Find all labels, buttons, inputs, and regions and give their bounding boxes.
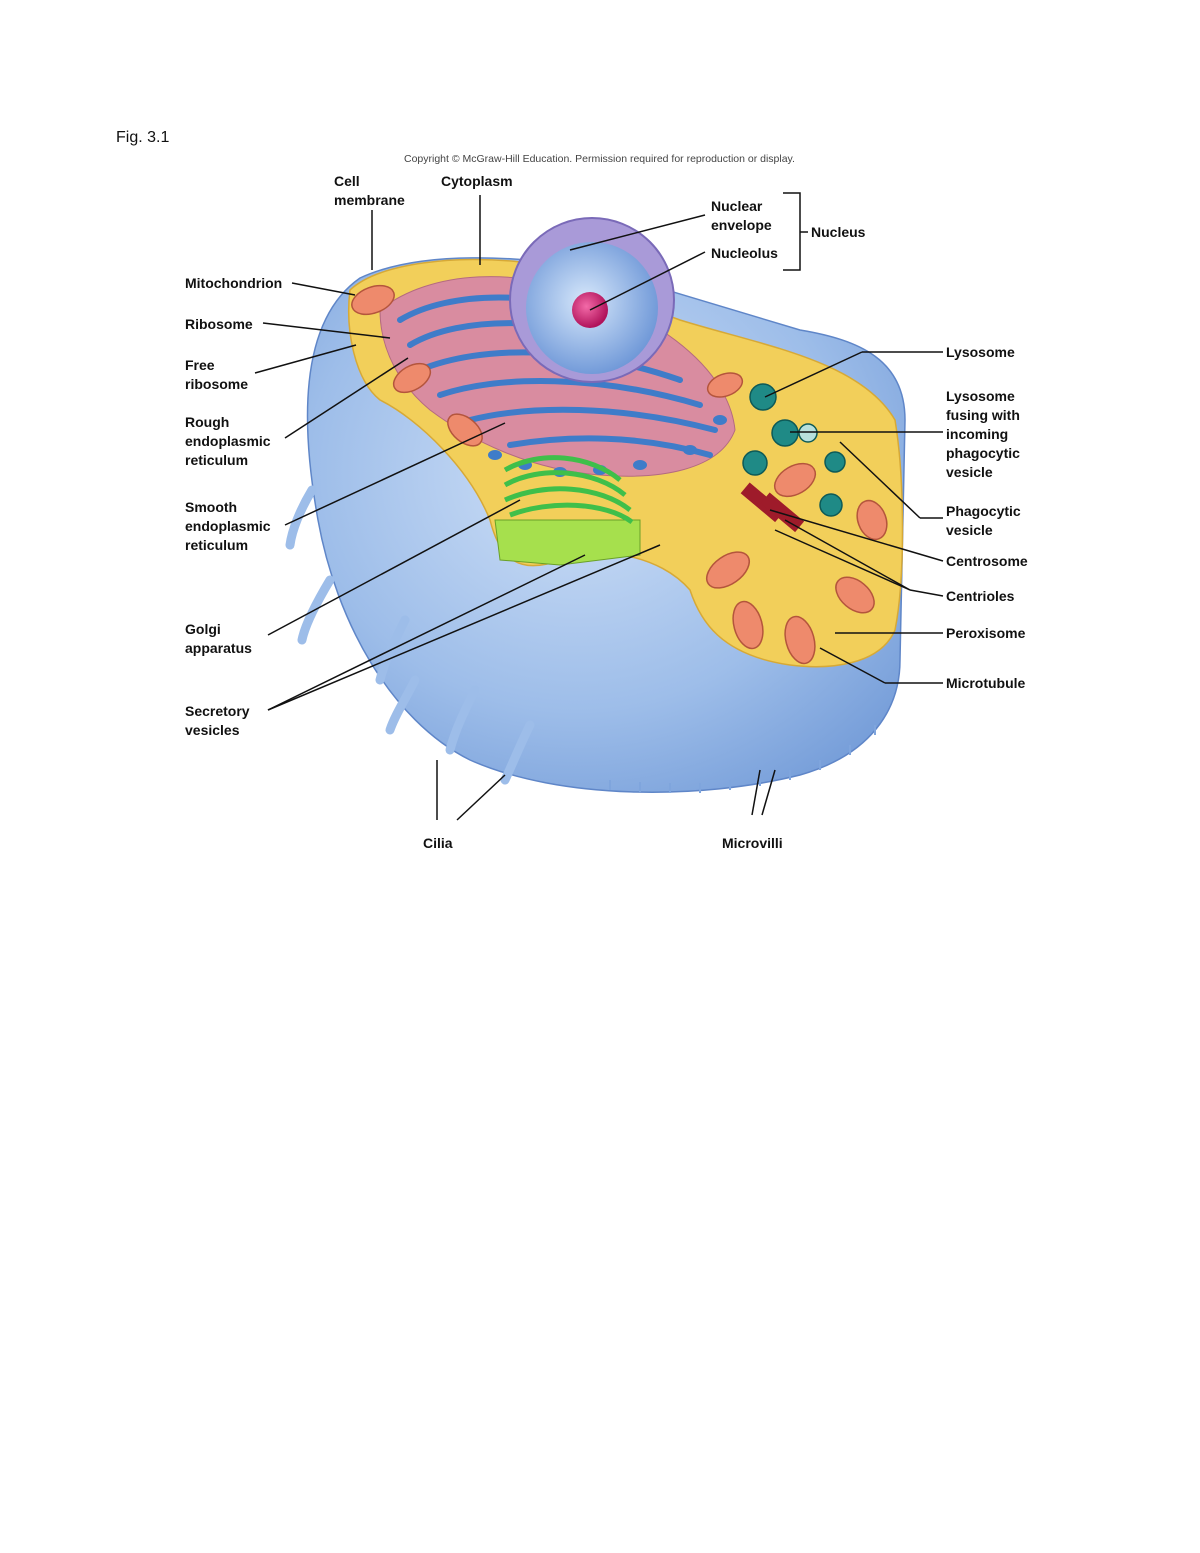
label-nuclear-envelope: Nuclear envelope xyxy=(711,197,772,235)
copyright-notice: Copyright © McGraw-Hill Education. Permi… xyxy=(404,153,795,165)
label-lysosome-fusing-line5: vesicle xyxy=(946,464,993,480)
label-smooth-er-line3: reticulum xyxy=(185,537,249,553)
golgi-shape xyxy=(494,455,641,566)
label-lysosome-fusing-line2: fusing with xyxy=(946,407,1020,423)
label-free-ribosome-line2: ribosome xyxy=(185,376,249,392)
label-lysosome-fusing-line1: Lysosome xyxy=(946,388,1015,404)
label-smooth-er-line1: Smooth xyxy=(185,499,238,515)
label-cytoplasm: Cytoplasm xyxy=(441,173,513,189)
microvilli xyxy=(609,725,876,793)
mitochondria xyxy=(351,284,888,665)
label-secretory-line1: Secretory xyxy=(185,703,250,719)
label-rough-er: Rough endoplasmic reticulum xyxy=(185,413,271,470)
label-lysosome-fusing-line3: incoming xyxy=(946,426,1009,442)
label-smooth-er-line2: endoplasmic xyxy=(185,518,271,534)
label-free-ribosome: Free ribosome xyxy=(185,356,248,394)
label-lysosome-fusing: Lysosome fusing with incoming phagocytic… xyxy=(946,387,1020,482)
label-golgi-line2: apparatus xyxy=(185,640,252,656)
label-cell-membrane-line2: membrane xyxy=(334,192,405,208)
label-rough-er-line1: Rough xyxy=(185,414,230,430)
label-free-ribosome-line1: Free xyxy=(185,357,215,373)
label-rough-er-line2: endoplasmic xyxy=(185,433,271,449)
label-smooth-er: Smooth endoplasmic reticulum xyxy=(185,498,271,555)
label-ribosome: Ribosome xyxy=(185,316,253,332)
label-cell-membrane: Cell membrane xyxy=(334,172,405,210)
label-phagocytic-vesicle: Phagocytic vesicle xyxy=(946,502,1021,540)
label-cilia: Cilia xyxy=(423,835,453,851)
label-nuclear-envelope-line1: Nuclear xyxy=(711,198,763,214)
cilia xyxy=(285,485,535,785)
label-nucleolus: Nucleolus xyxy=(711,245,778,261)
label-peroxisome: Peroxisome xyxy=(946,625,1026,641)
label-centrosome: Centrosome xyxy=(946,553,1028,569)
label-secretory-line2: vesicles xyxy=(185,722,240,738)
label-rough-er-line3: reticulum xyxy=(185,452,249,468)
label-cell-membrane-line1: Cell xyxy=(334,173,360,189)
label-nucleus: Nucleus xyxy=(811,224,866,240)
label-lysosome: Lysosome xyxy=(946,344,1015,360)
label-secretory-vesicles: Secretory vesicles xyxy=(185,702,250,740)
label-centrioles: Centrioles xyxy=(946,588,1015,604)
label-microvilli: Microvilli xyxy=(722,835,783,851)
label-mitochondrion: Mitochondrion xyxy=(185,275,283,291)
label-microtubule: Microtubule xyxy=(946,675,1026,691)
figure-label: Fig. 3.1 xyxy=(116,129,170,146)
centrioles-shape xyxy=(740,482,805,533)
label-golgi-apparatus: Golgi apparatus xyxy=(185,620,252,658)
label-nuclear-envelope-line2: envelope xyxy=(711,217,772,233)
leader-lines xyxy=(254,192,944,821)
label-phagocytic-line1: Phagocytic xyxy=(946,503,1021,519)
label-lysosome-fusing-line4: phagocytic xyxy=(946,445,1020,461)
nucleus-shape xyxy=(509,217,675,383)
label-phagocytic-line2: vesicle xyxy=(946,522,993,538)
label-golgi-line1: Golgi xyxy=(185,621,221,637)
lysosomes xyxy=(742,383,846,517)
